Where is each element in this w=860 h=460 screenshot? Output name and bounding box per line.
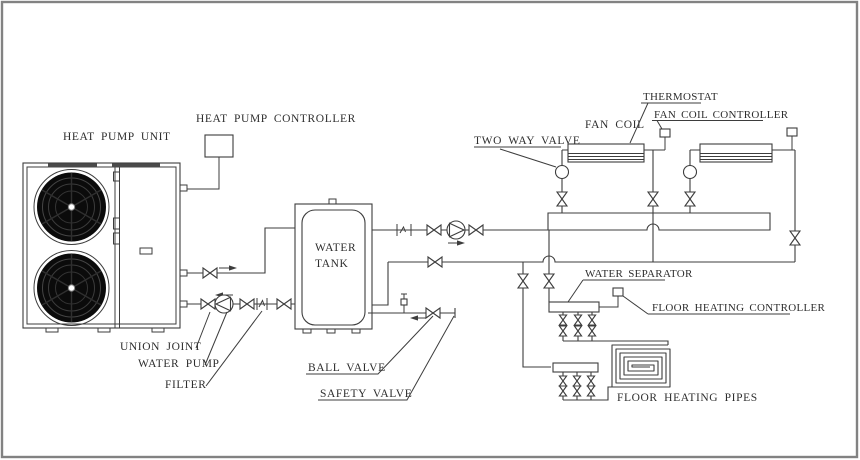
fan-coil-unit-2 bbox=[682, 127, 801, 262]
filter-icon bbox=[256, 298, 268, 310]
label-heat-pump-unit: HEAT PUMP UNIT bbox=[63, 131, 171, 143]
ball-valve-icon bbox=[556, 191, 568, 207]
water-separator-manifold bbox=[548, 301, 600, 313]
label-heat-pump-controller: HEAT PUMP CONTROLLER bbox=[196, 113, 356, 125]
heat-pump-unit bbox=[22, 162, 188, 333]
ball-valve-icon bbox=[202, 267, 218, 279]
label-filter: FILTER bbox=[165, 379, 207, 391]
heat-pump-controller bbox=[187, 134, 234, 190]
union-joint-icon bbox=[200, 298, 216, 310]
tank-drain-line bbox=[368, 293, 456, 321]
labels: HEAT PUMP UNIT HEAT PUMP CONTROLLER WATE… bbox=[63, 91, 826, 404]
label-floor-heating-pipes: FLOOR HEATING PIPES bbox=[617, 392, 758, 404]
label-water-pump: WATER PUMP bbox=[138, 358, 220, 370]
floor-heating-controller-box bbox=[612, 287, 624, 297]
access-panel-handle bbox=[139, 247, 153, 255]
heat-pump-tank-piping bbox=[187, 227, 295, 314]
label-safety-valve: SAFETY VALVE bbox=[320, 388, 412, 400]
floor-heating-circuit bbox=[517, 230, 671, 401]
ball-valve-icon bbox=[684, 191, 696, 207]
ball-valve-icon bbox=[427, 256, 443, 268]
fan-icon bbox=[33, 169, 110, 245]
top-vent-strip bbox=[48, 163, 97, 168]
ball-valve-icon bbox=[276, 298, 292, 310]
flow-arrow-right-icon bbox=[219, 265, 237, 271]
controller-box bbox=[204, 134, 234, 158]
tank-top-nub bbox=[328, 198, 337, 205]
two-way-valve-icon bbox=[682, 164, 698, 180]
union-joint-icon bbox=[396, 224, 412, 236]
flow-arrow-right-icon bbox=[448, 240, 465, 246]
ball-valve-icon bbox=[239, 298, 255, 310]
ball-valve-icon bbox=[647, 191, 659, 207]
fan-coil-controller-box bbox=[659, 128, 671, 138]
safety-valve-icon bbox=[400, 293, 408, 313]
ball-valve-icon bbox=[543, 273, 555, 289]
ball-valve-icon bbox=[426, 224, 442, 236]
water-tank bbox=[294, 198, 373, 334]
label-ball-valve: BALL VALVE bbox=[308, 362, 386, 374]
label-fan-coil: FAN COIL bbox=[585, 119, 645, 131]
label-floor-heating-controller: FLOOR HEATING CONTROLLER bbox=[652, 302, 826, 314]
water-pump-icon bbox=[214, 294, 234, 314]
fan-coil-unit-1 bbox=[554, 128, 671, 262]
label-water-tank: WATER bbox=[315, 242, 356, 254]
label-thermostat: THERMOSTAT bbox=[643, 91, 718, 103]
label-water-tank: TANK bbox=[315, 258, 349, 270]
fan-icon bbox=[33, 250, 110, 326]
floor-heating-pipes-coil bbox=[611, 344, 671, 388]
label-water-separator: WATER SEPARATOR bbox=[585, 268, 693, 280]
ball-valve-icon bbox=[517, 273, 529, 289]
label-two-way-valve: TWO WAY VALVE bbox=[474, 135, 580, 147]
supply-header bbox=[547, 212, 771, 231]
ball-valve-icon bbox=[789, 230, 801, 246]
water-collector-manifold bbox=[552, 362, 599, 373]
two-way-valve-icon bbox=[554, 164, 570, 180]
ball-valve-icon bbox=[468, 224, 484, 236]
label-fan-coil-controller: FAN COIL CONTROLLER bbox=[654, 109, 789, 121]
fan-coil-controller-box bbox=[786, 127, 798, 137]
top-vent-strip bbox=[112, 163, 160, 168]
flow-arrow-left-icon bbox=[410, 315, 426, 321]
fan-coil-circuit-piping bbox=[372, 212, 795, 306]
circulation-pump-icon bbox=[446, 220, 466, 240]
label-union-joint: UNION JOINT bbox=[120, 341, 201, 353]
